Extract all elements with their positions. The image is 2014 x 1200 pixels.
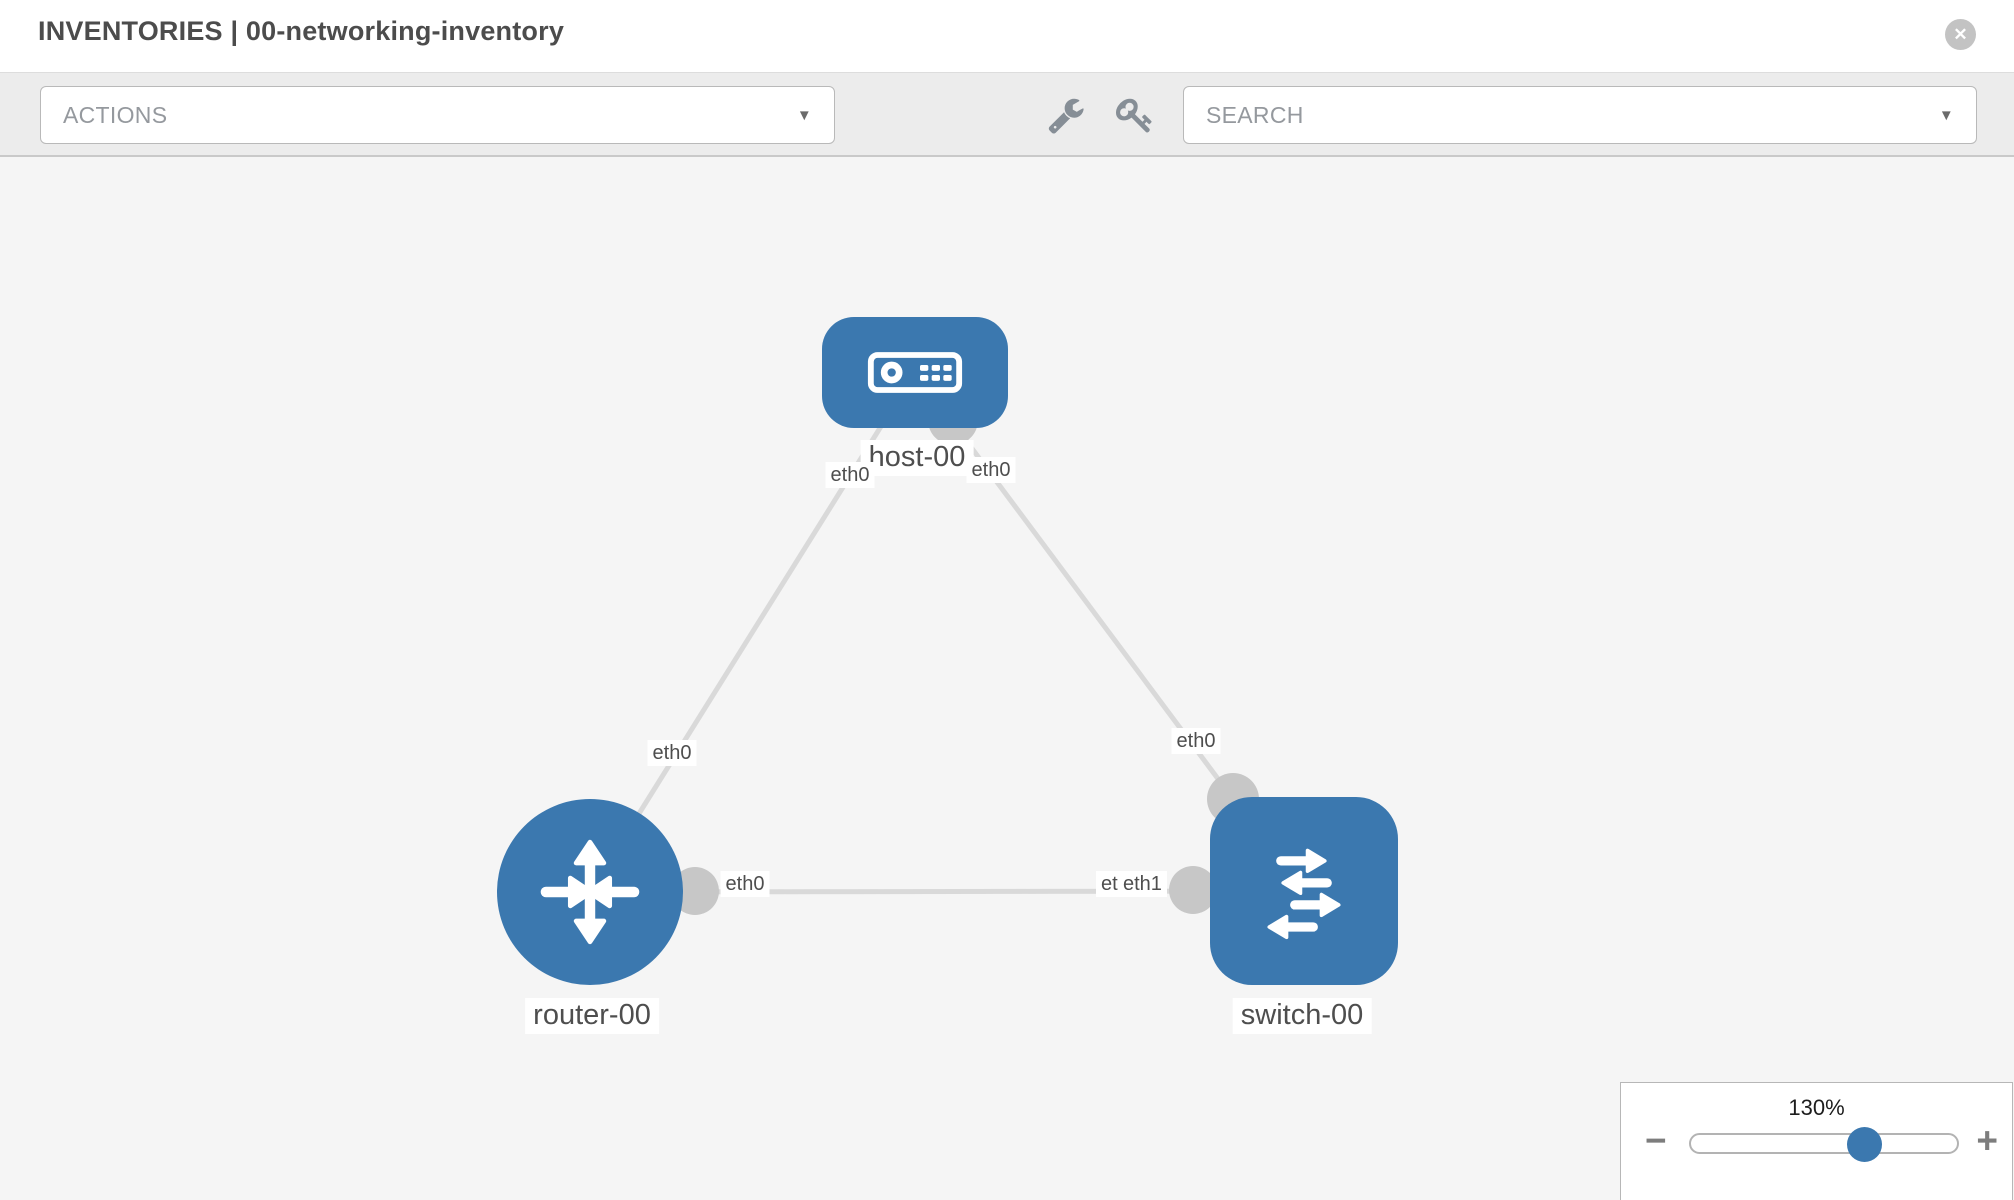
header: INVENTORIES | 00-networking-inventory ✕ <box>0 0 2014 72</box>
key-icon <box>1116 98 1152 133</box>
links-layer <box>587 370 1311 915</box>
topology-canvas[interactable]: host-00 router-00 switch-00 eth0 eth0 et… <box>0 157 2014 1200</box>
node-router-00[interactable] <box>497 799 683 985</box>
interface-label-router-uplink: eth0 <box>647 740 697 766</box>
node-switch-00[interactable] <box>1210 797 1398 985</box>
zoom-out-button[interactable]: − <box>1645 1120 1667 1161</box>
zoom-control-panel: 130% − + <box>1620 1082 2013 1200</box>
node-label-router: router-00 <box>525 998 659 1034</box>
interface-label-switch-eth1: eth1 <box>1118 871 1167 897</box>
node-label-host: host-00 <box>860 440 974 476</box>
interface-label-host-eth0-left: eth0 <box>825 462 875 488</box>
wrench-icon <box>1048 98 1084 134</box>
credentials-button[interactable] <box>1113 87 1157 143</box>
interface-label-host-eth0-right: eth0 <box>966 457 1016 483</box>
search-dropdown[interactable]: SEARCH ▼ <box>1183 86 1977 144</box>
zoom-slider-knob[interactable] <box>1847 1127 1882 1162</box>
page-title: INVENTORIES | 00-networking-inventory <box>38 16 565 46</box>
chevron-down-icon: ▼ <box>796 106 812 124</box>
interface-connector <box>1169 866 1217 914</box>
interface-label-switch-uplink: eth0 <box>1171 728 1221 754</box>
server-icon <box>867 352 963 393</box>
close-icon: ✕ <box>1953 25 1968 44</box>
toolbar: ACTIONS ▼ SEARCH ▼ <box>0 72 2014 157</box>
interface-connector <box>671 867 719 915</box>
zoom-in-button[interactable]: + <box>1976 1120 1998 1161</box>
search-dropdown-label: SEARCH <box>1206 101 1304 128</box>
router-crossed-arrows-icon <box>540 839 640 945</box>
zoom-slider-track[interactable] <box>1689 1133 1959 1154</box>
actions-dropdown-label: ACTIONS <box>63 101 168 128</box>
actions-dropdown[interactable]: ACTIONS ▼ <box>40 86 835 144</box>
close-button[interactable]: ✕ <box>1945 19 1976 50</box>
interface-label-router-eth0: eth0 <box>720 871 770 897</box>
node-label-switch: switch-00 <box>1232 998 1372 1034</box>
chevron-down-icon: ▼ <box>1938 106 1954 124</box>
switch-arrows-icon <box>1267 848 1341 940</box>
zoom-level-label: 130% <box>1788 1095 1845 1120</box>
node-host-00[interactable] <box>822 317 1008 428</box>
tools-button[interactable] <box>1044 87 1088 143</box>
